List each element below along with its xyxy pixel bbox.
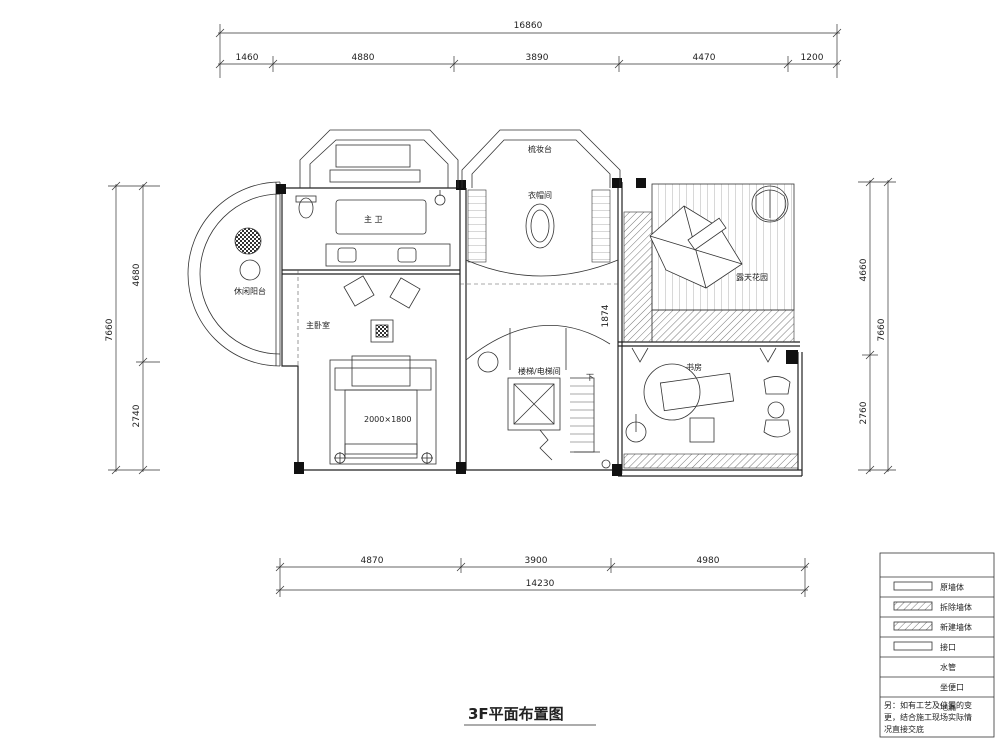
legend-label-interface: 接口 (940, 642, 956, 652)
top-dimension-3: 3890 (526, 53, 549, 63)
left-total-dimension: 7660 (105, 318, 115, 341)
legend-label-original-wall: 原墙体 (940, 582, 964, 592)
legend-label-floor-drain: 地漏 (940, 702, 956, 712)
legend-swatches (893, 581, 933, 651)
study-bookshelf (623, 453, 799, 469)
study-label: 书房 (686, 362, 702, 372)
bottom-dimension-3: 4980 (697, 556, 720, 566)
bed-size-label: 2000×1800 (364, 415, 411, 424)
legend-box (879, 552, 995, 738)
top-dimension-lines (215, 24, 842, 78)
bottom-total-dimension: 14230 (526, 579, 555, 589)
legend-label-new-wall: 新建墙体 (940, 622, 972, 632)
right-dimension-lines (858, 177, 896, 475)
leisure-balcony-label: 休闲阳台 (234, 286, 266, 296)
top-dimension-2: 4880 (352, 53, 375, 63)
left-dimension-1: 4680 (132, 263, 142, 286)
top-total-dimension: 16860 (514, 21, 543, 31)
stair-elevator-room (465, 325, 611, 469)
study-furniture (625, 347, 791, 443)
structural-columns (276, 178, 798, 476)
closet-wardrobe-left (467, 189, 487, 263)
dressing-table-label: 梳妆台 (528, 144, 552, 154)
master-bedroom-label: 主卧室 (306, 320, 330, 330)
left-dimension-lines (108, 181, 160, 475)
master-bath-label: 主 卫 (364, 214, 383, 224)
legend-note-line-1: 另：如有工艺及位置的变 (884, 700, 972, 710)
closet-label: 衣帽间 (528, 190, 552, 200)
closet-bay (461, 129, 621, 277)
right-dimension-1: 4660 (859, 258, 869, 281)
balcony-round-table (234, 227, 262, 281)
leisure-balcony (187, 181, 281, 367)
top-dimension-5: 1200 (801, 53, 824, 63)
stair-treads (570, 385, 594, 443)
stair-down-label: 下 (586, 373, 594, 382)
left-dimension-2: 2740 (132, 404, 142, 427)
legend-label-water-pipe: 水管 (940, 662, 956, 672)
legend-label-demolished-wall: 拆除墙体 (940, 602, 972, 612)
bottom-dimension-2: 3900 (525, 556, 548, 566)
closet-wardrobe-right (591, 189, 611, 263)
roof-garden-label: 露天花园 (736, 272, 768, 282)
bottom-dimension-lines (275, 558, 810, 597)
stair-width-dimension: 1874 (601, 304, 611, 327)
bedside-lamps (334, 452, 433, 464)
drawing-title: 3F平面布置图 (468, 705, 564, 723)
stair-elevator-label: 楼梯/电梯间 (518, 366, 561, 376)
master-bath-fixtures (295, 190, 451, 267)
bottom-dimension-1: 4870 (361, 556, 384, 566)
legend-note-line-3: 况直接交底 (884, 724, 924, 734)
right-total-dimension: 7660 (877, 318, 887, 341)
right-dimension-2: 2760 (859, 401, 869, 424)
garden-tree-icon (751, 185, 789, 223)
master-bedroom-furniture (329, 275, 437, 465)
top-dimension-4: 4470 (693, 53, 716, 63)
garden-umbrella (649, 205, 743, 289)
legend-note-line-2: 更，结合施工现场实际情 (884, 712, 972, 722)
top-dimension-1: 1460 (236, 53, 259, 63)
legend-label-toilet-outlet: 坐便口 (940, 682, 964, 692)
master-bath-bay-window (299, 129, 459, 188)
